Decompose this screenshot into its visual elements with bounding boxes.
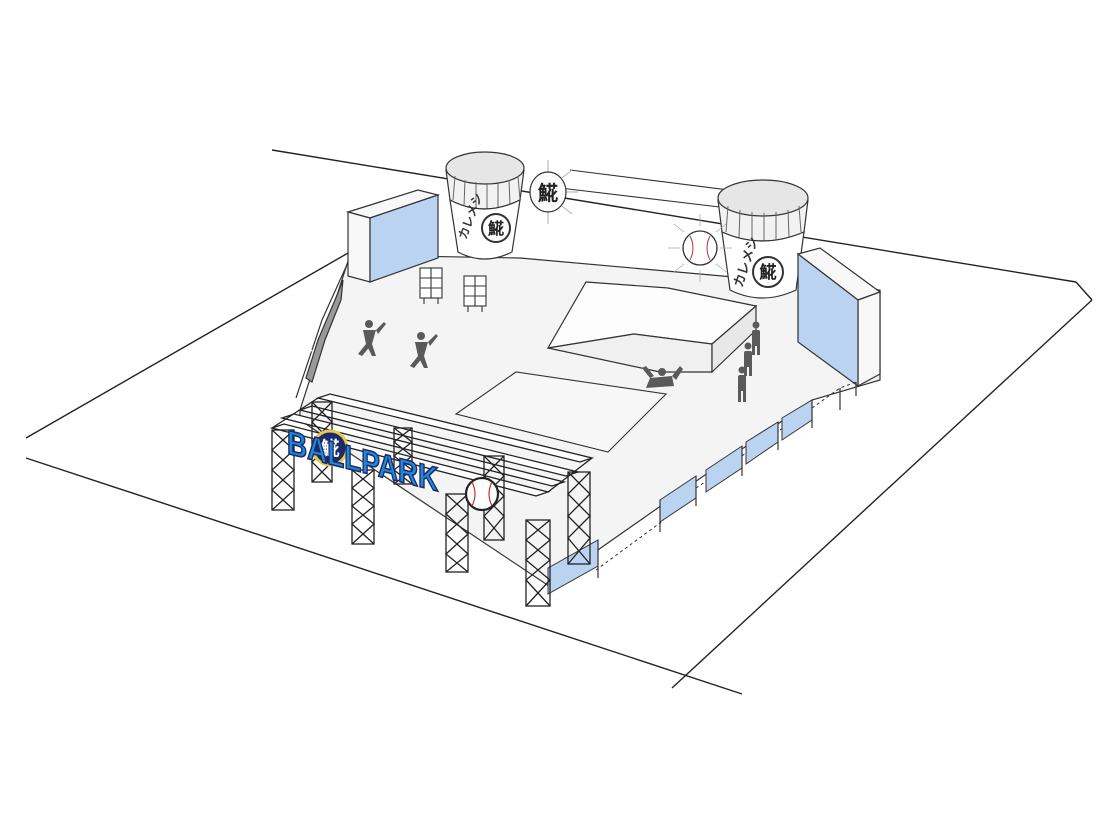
target-board-1 xyxy=(419,267,443,304)
truss-tower-front-right xyxy=(524,519,552,607)
cup-right-logo xyxy=(752,256,784,288)
sign-logo-disc xyxy=(311,429,349,467)
truss-tower-far-right xyxy=(567,471,591,565)
site-outline xyxy=(25,149,1093,695)
cup-left-logo-glyph: 𩸽 xyxy=(488,219,504,238)
target-board-2 xyxy=(463,275,487,312)
person-pitcher-1 xyxy=(358,320,386,356)
person-standing-1 xyxy=(752,321,760,355)
person-standing-2 xyxy=(744,342,752,376)
cup-right-logo-glyph: 𩸽 xyxy=(760,262,777,283)
wall-logo-glyph: 𩸽 xyxy=(538,181,558,205)
truss-tower-mid-left xyxy=(350,469,376,545)
left-edge-railing xyxy=(305,279,344,383)
strike-target-boards xyxy=(419,267,487,312)
ramp-block xyxy=(546,281,758,374)
giant-cup-right: カレメシ 𩸽 xyxy=(717,179,809,299)
cup-left-logo xyxy=(481,213,511,243)
led-panel-back-left xyxy=(345,189,441,283)
truss-tower-back-center xyxy=(392,427,414,485)
giant-cup-left: カレメシ 𩸽 xyxy=(445,151,525,260)
baseball-icon xyxy=(668,214,732,282)
sign-baseball-icon xyxy=(464,476,500,512)
floor-mat xyxy=(454,371,668,453)
person-pitcher-2 xyxy=(410,332,438,368)
truss-tower-mid-right xyxy=(445,493,469,573)
sign-logo-glyph: 𩸽 xyxy=(320,437,339,460)
person-sliding xyxy=(642,366,683,388)
person-silhouette-icon xyxy=(358,320,760,402)
queue-fence xyxy=(547,381,857,595)
led-panel-right xyxy=(796,247,882,388)
person-standing-3 xyxy=(738,366,746,402)
truss-tower-front-left xyxy=(271,429,295,511)
wall-logo-disc: 𩸽 xyxy=(529,160,578,224)
scaffold-truss-icon xyxy=(269,393,595,607)
